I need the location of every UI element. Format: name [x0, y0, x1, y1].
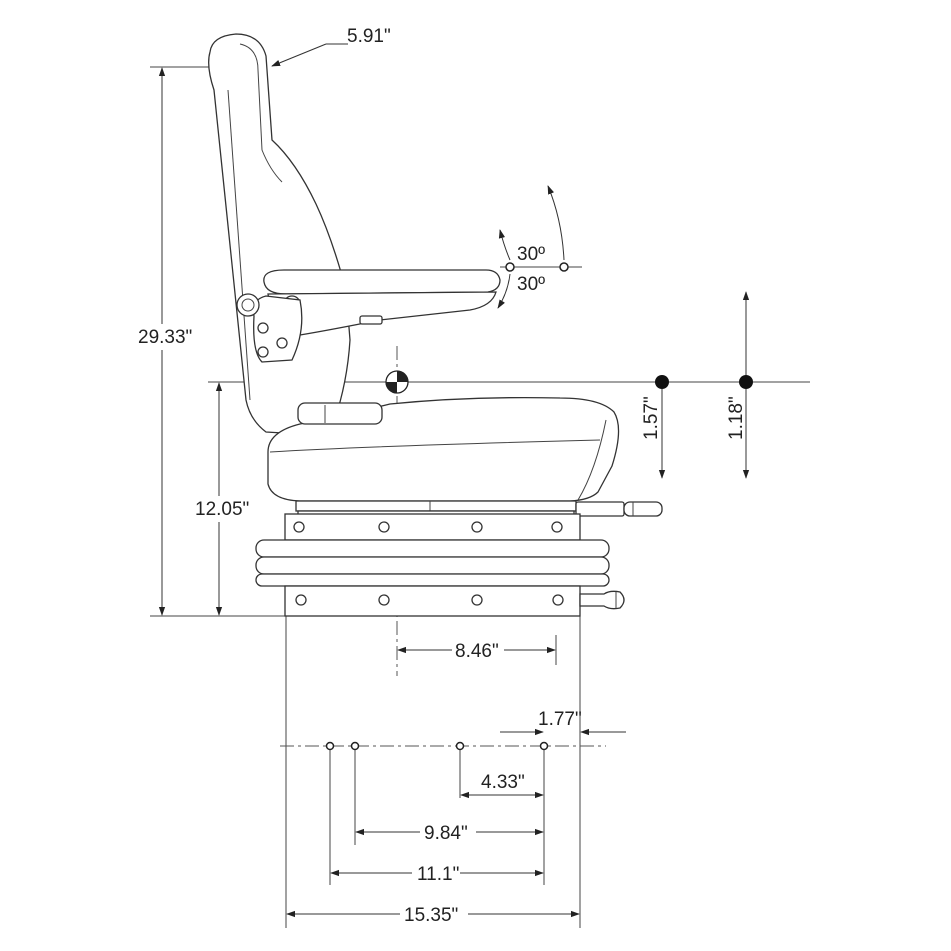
seat-slide-plate [295, 500, 577, 512]
hole-spacing-small-label: 4.33" [481, 772, 525, 793]
seat-adjust-lever [297, 402, 383, 425]
base-index-label: 8.46" [455, 641, 499, 662]
suspension-bellows [255, 539, 610, 558]
mounting-hole-pattern [325, 741, 549, 751]
armrest [263, 269, 501, 295]
suspension-base-plate [284, 585, 581, 617]
seat-height-label: 12.05" [195, 499, 249, 520]
weight-adjust-knob [579, 590, 625, 610]
armrest-tilt-down-label: 30º [517, 274, 545, 295]
fore-aft-travel-label: 1.57" [641, 396, 662, 440]
armrest-tilt-up-label: 30º [517, 244, 545, 265]
overall-height-label: 29.33" [138, 327, 192, 348]
filled-dot-icon [739, 375, 753, 389]
center-of-gravity-icon [385, 370, 409, 394]
suspension-top-plate [284, 513, 581, 541]
headrest-offset-label: 5.91" [347, 26, 391, 47]
fore-aft-handle [623, 501, 663, 517]
base-width-label: 15.35" [404, 905, 458, 926]
armrest-tilt-indicator [497, 185, 582, 309]
hole-spacing-medium-label: 9.84" [424, 823, 468, 844]
hole-offset-label: 1.77" [538, 709, 582, 730]
hole-spacing-large-label: 11.1" [417, 864, 459, 885]
seat-side-view [208, 33, 663, 617]
filled-dot-icon [655, 375, 669, 389]
seat-backrest [208, 33, 351, 435]
height-travel-label: 1.18" [726, 396, 747, 440]
